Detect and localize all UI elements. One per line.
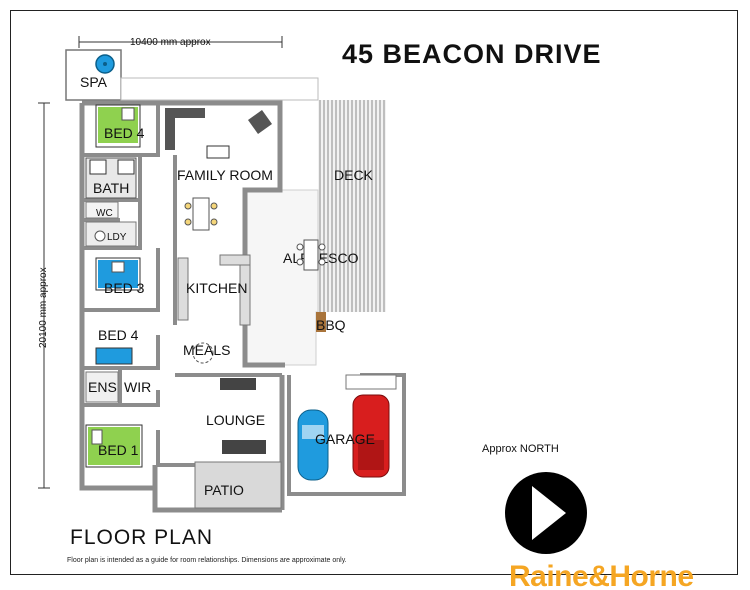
round-table-icon [192, 342, 214, 364]
sofa-icon [165, 108, 205, 150]
family-room-label: FAMILY ROOM [177, 167, 273, 183]
wir-label: WIR [124, 379, 151, 395]
spa-area: SPA [65, 49, 319, 101]
kitchen-room: KITCHEN [177, 254, 251, 326]
ens-label: ENS [88, 379, 117, 395]
bed4-top-label: BED 4 [104, 125, 145, 141]
meals-label: MEALS [183, 342, 230, 358]
height-dimension-label: 20100 mm approx [38, 267, 49, 348]
tv-icon [206, 145, 230, 159]
page-frame [10, 10, 738, 575]
alfresco-table-icon [296, 239, 326, 271]
wc-ldy-rooms: WC LDY [85, 201, 137, 247]
meals-room: MEALS [183, 342, 230, 364]
garage-area: GARAGE [287, 373, 406, 496]
bbq-icon [316, 312, 326, 332]
sofa-icon [220, 378, 256, 390]
width-dimension: 10400 mm approx [78, 36, 283, 48]
family-room: FAMILY ROOM [165, 108, 273, 231]
floor-plan-label: FLOOR PLAN [70, 526, 213, 549]
blue-car-icon [297, 409, 329, 481]
wc-label: WC [96, 208, 113, 219]
bed4-mid-label: BED 4 [98, 327, 139, 343]
bed3-room: BED 3 [95, 257, 145, 296]
width-dimension-label: 10400 mm approx [130, 37, 211, 48]
kitchen-label: KITCHEN [186, 280, 247, 296]
bed4-mid-room: BED 4 [95, 327, 139, 365]
sofa-icon [222, 440, 266, 454]
disclaimer-text: Floor plan is intended as a guide for ro… [67, 557, 347, 564]
red-car-icon [352, 394, 390, 478]
north-label: Approx NORTH [482, 443, 559, 455]
height-dimension: 20100 mm approx [38, 102, 50, 489]
bed1-room: BED 1 [85, 424, 143, 468]
garage-label: GARAGE [315, 431, 375, 447]
interior-walls [82, 103, 282, 467]
dining-table-icon [184, 197, 218, 231]
ldy-label: LDY [107, 232, 127, 243]
chair-icon [248, 110, 272, 134]
ens-wir-rooms: ENS WIR [85, 371, 151, 403]
brand-logo: Raine&Horne [509, 560, 694, 590]
bed1-label: BED 1 [98, 442, 139, 458]
bed3-label: BED 3 [104, 280, 145, 296]
bed-icon [95, 347, 133, 365]
alfresco-area: ALFRESCO BBQ [244, 189, 359, 366]
deck-area: DECK [318, 100, 386, 312]
patio-area: PATIO [194, 461, 282, 509]
north-arrow-icon [505, 472, 587, 554]
spa-label: SPA [80, 74, 108, 90]
bbq-label: BBQ [316, 317, 346, 333]
patio-label: PATIO [204, 482, 244, 498]
bath-room: BATH [85, 157, 137, 199]
house-outline [79, 100, 285, 513]
lounge-room: LOUNGE [206, 378, 266, 454]
bed4-top-room: BED 4 [95, 104, 145, 148]
property-title: 45 BEACON DRIVE [342, 39, 602, 69]
bath-label: BATH [93, 180, 129, 196]
deck-label: DECK [334, 167, 374, 183]
lounge-label: LOUNGE [206, 412, 265, 428]
